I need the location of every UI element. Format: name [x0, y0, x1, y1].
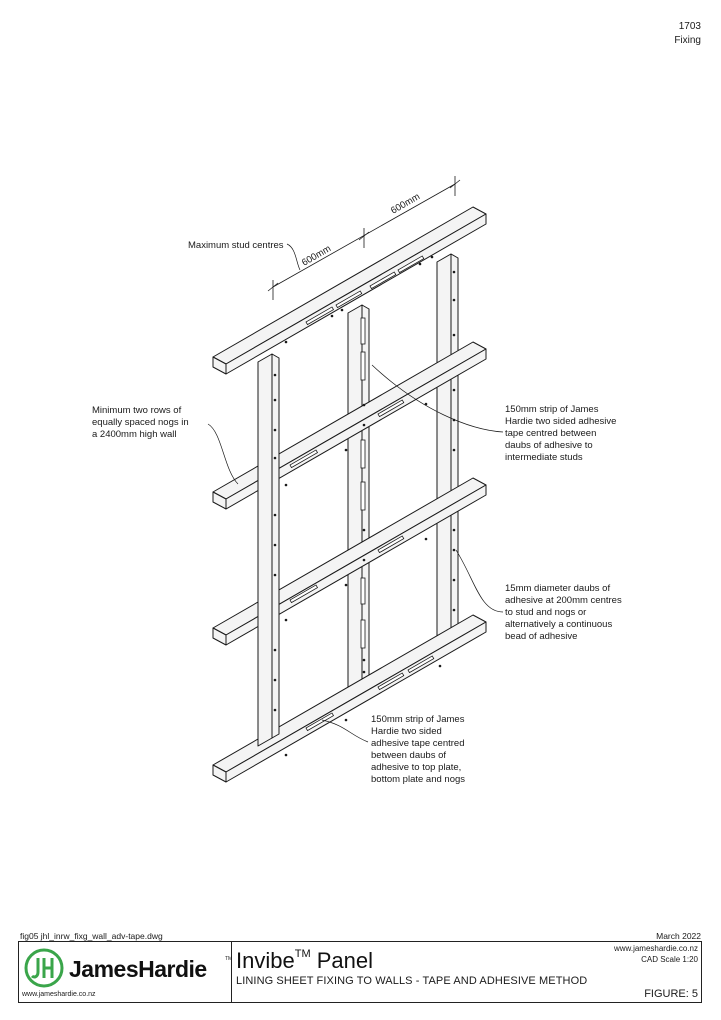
dimension-label-2: 600mm [389, 191, 422, 216]
figure-number: FIGURE: 5 [644, 988, 698, 1000]
site-url: www.jameshardie.co.nz [613, 944, 698, 953]
tape-strips-vertical [360, 317, 366, 649]
nog-upper [212, 341, 487, 510]
nog-lower [212, 477, 487, 646]
brand-name: JamesHardie [69, 956, 207, 982]
bottom-plate [212, 614, 487, 783]
product-title: InvibeTM Panel [236, 948, 373, 974]
title-block: JamesHardie TM www.jameshardie.co.nz Inv… [18, 941, 702, 1003]
james-hardie-logo-icon [24, 948, 64, 988]
callout-daubs: 15mm diameter daubs of adhesive at 200mm… [505, 583, 622, 642]
page-number: 1703 [678, 21, 701, 32]
product-name: Invibe [236, 948, 295, 973]
brand-trademark: TM [225, 956, 233, 962]
logo-cell: JamesHardie TM www.jameshardie.co.nz [19, 942, 232, 1002]
product-suffix: Panel [310, 948, 373, 973]
callout-tape-plates: 150mm strip of James Hardie two sided ad… [371, 714, 466, 785]
stud-centres-dimension [267, 176, 461, 300]
stud-left [257, 353, 280, 747]
callout-stud-centres: Maximum stud centres [188, 240, 284, 251]
drawing-file-name: fig05 jhl_inrw_fixg_wall_adv-tape.dwg [20, 931, 163, 941]
drawing-date: March 2022 [656, 931, 701, 941]
tape-strips-horizontal [289, 255, 435, 732]
product-trademark: TM [294, 947, 311, 960]
brand-url: www.jameshardie.co.nz [22, 991, 96, 998]
cad-scale: CAD Scale 1:20 [641, 955, 698, 964]
wall-framing-drawing: 600mm 600mm [207, 176, 504, 783]
callout-tape-studs: 150mm strip of James Hardie two sided ad… [505, 404, 617, 463]
page-reference: 1703 Fixing [674, 20, 701, 48]
leader-lines [207, 243, 504, 743]
stud-middle [347, 304, 370, 691]
callout-nogs: Minimum two rows of equally spaced nogs … [92, 405, 189, 440]
page-section: Fixing [674, 35, 701, 46]
drawing-subtitle: LINING SHEET FIXING TO WALLS - TAPE AND … [236, 975, 588, 987]
